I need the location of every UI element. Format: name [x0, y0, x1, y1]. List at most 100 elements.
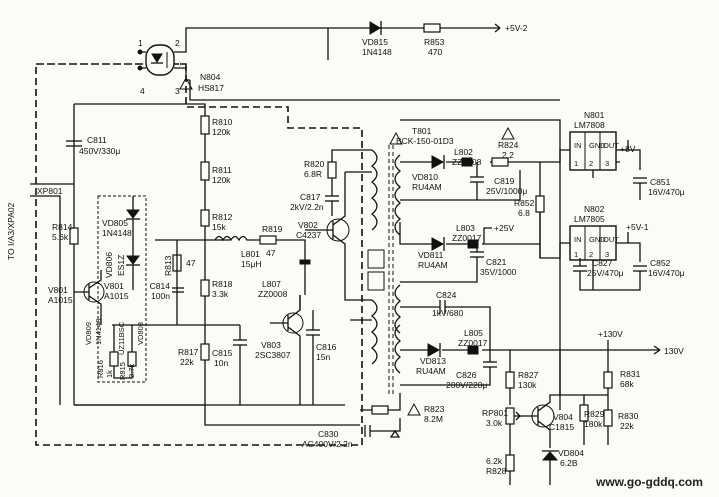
connector-id: XP801 [37, 186, 63, 196]
r852-val: 6.8 [518, 208, 530, 218]
r812-val: 15k [212, 222, 226, 232]
c815-id: C815 [212, 348, 233, 358]
c811-id: C811 [87, 135, 107, 145]
r811-id: R811 [212, 165, 232, 175]
r813-id: R813 [163, 255, 173, 276]
opto-pin4: 4 [140, 86, 145, 96]
r831-id: R831 [620, 369, 641, 379]
v802-val: C4237 [296, 230, 321, 240]
v803-id: V803 [261, 340, 281, 350]
vd813-id: VD813 [420, 356, 446, 366]
v801b-id: V801 [104, 281, 124, 291]
c851-val: 16V/470μ [648, 187, 685, 197]
r816-val: 1k [105, 370, 114, 378]
n801-pin-gnd: GND [589, 141, 606, 150]
l802-val: ZZ0008 [452, 157, 482, 167]
optocoupler-n804 [137, 44, 175, 76]
r830-val: 22k [620, 421, 634, 431]
c817-val: 2kV/2.2n [290, 202, 324, 212]
r824-val: 2.2 [502, 150, 514, 160]
c816-val: 15n [316, 352, 330, 362]
c816-id: C816 [316, 342, 337, 352]
r811-val: 120k [212, 175, 231, 185]
c819-val: 25V/1000μ [486, 186, 527, 196]
c824-val: 1kV/680 [432, 308, 463, 318]
c851-id: C851 [650, 177, 671, 187]
v801-id: V801 [48, 285, 68, 295]
n801-pin-in: IN [574, 141, 582, 150]
l801-id: L801 [241, 249, 260, 259]
rail-p130v: +130V [598, 329, 623, 339]
v803-val: 2SC3807 [255, 350, 291, 360]
r810-val: 120k [212, 127, 231, 137]
transformer-part: BCK-150-01D3 [396, 136, 454, 146]
vd813-val: RU4AM [416, 366, 446, 376]
r817-id: R817 [178, 347, 199, 357]
rail-p5v2: +5V-2 [505, 23, 528, 33]
c824-id: C824 [436, 290, 457, 300]
l805-id: L805 [464, 328, 483, 338]
vd805-id: VD805 [102, 218, 128, 228]
r814-id: R814 [52, 222, 73, 232]
opto-pin1: 1 [138, 38, 143, 48]
vd811-id: VD811 [418, 250, 444, 260]
vd815-diode [369, 21, 382, 35]
r829-id: R829 [584, 409, 605, 419]
c814-val: 100n [151, 291, 170, 301]
rail-130v-out: 130V [664, 346, 684, 356]
watermark: www.go-gddq.com [595, 475, 703, 489]
r817-val: 22k [180, 357, 194, 367]
n802-id: N802 [584, 204, 605, 214]
r812-id: R812 [212, 212, 233, 222]
c827-id: C827 [592, 258, 613, 268]
c830-id: C830 [318, 429, 339, 439]
r818-val: 3.3k [212, 289, 229, 299]
v804-transistor [520, 394, 585, 448]
rail-p5v1: +5V-1 [626, 222, 649, 232]
n801-id: N801 [584, 110, 605, 120]
c827-val: 25V/470μ [587, 268, 624, 278]
c852-id: C852 [650, 258, 671, 268]
vd809-id: VD809 [84, 322, 93, 345]
transformer-t801 [367, 145, 402, 395]
c821-val: 35V/1000 [480, 267, 517, 277]
vd805-val: 1N4148 [102, 228, 132, 238]
r853-id: R853 [424, 37, 445, 47]
n801-num1: 1 [574, 159, 578, 168]
r819-id: R819 [262, 224, 283, 234]
c815-val: 10n [214, 358, 228, 368]
c811-val: 450V/330μ [79, 146, 120, 156]
n801-part: LM7808 [574, 120, 605, 130]
vd809-val: 1N4148 [94, 319, 103, 345]
l807-id: L807 [262, 279, 281, 289]
n801-pin-out: OUT [603, 141, 619, 150]
r816-id: R816 [96, 360, 105, 378]
rp801-id: RP801 [482, 408, 508, 418]
r829-val: 180k [584, 419, 603, 429]
vd806-id: VD806 [104, 252, 114, 278]
vd808-id: VD808 [136, 322, 145, 345]
r852-id: R852 [514, 198, 535, 208]
c826-val: 200V/220μ [446, 380, 487, 390]
vd804-val: 6.2B [560, 458, 578, 468]
opto-part: HS817 [198, 83, 224, 93]
regulator-n801 [569, 131, 617, 171]
c852-val: 16V/470μ [648, 268, 685, 278]
warning-icon [179, 76, 193, 90]
r814-val: 5.6k [52, 232, 69, 242]
l807-val: ZZ0008 [258, 289, 288, 299]
rail-p8v: +8V [620, 144, 636, 154]
n802-num2: 2 [589, 250, 593, 259]
r831-val: 68k [620, 379, 634, 389]
r853-val: 470 [428, 47, 442, 57]
l803-id: L803 [456, 223, 475, 233]
opto-id: N804 [200, 72, 221, 82]
l805-val: ZZ0017 [458, 338, 488, 348]
v801-transistor [74, 270, 105, 325]
n801-num2: 2 [589, 159, 593, 168]
r820-val: 6.8R [304, 169, 322, 179]
r819-val: 47 [266, 248, 276, 258]
